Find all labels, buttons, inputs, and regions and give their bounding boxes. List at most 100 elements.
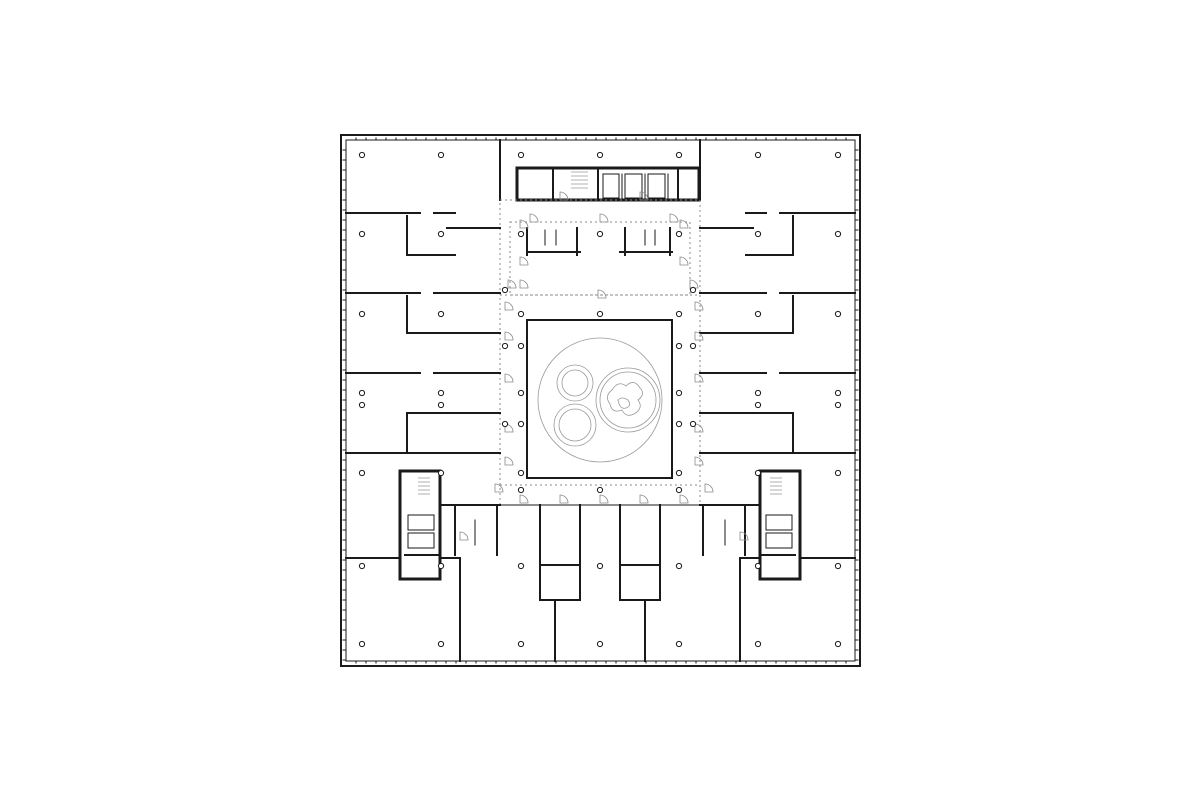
door-swing xyxy=(559,494,569,504)
facade-mullions xyxy=(342,137,859,664)
column xyxy=(834,469,842,477)
door-swing xyxy=(504,301,514,311)
south-wing xyxy=(499,504,701,662)
door-swing xyxy=(519,279,529,289)
door-swing xyxy=(689,279,699,289)
column xyxy=(517,420,525,428)
door-swing xyxy=(519,219,529,229)
column xyxy=(675,389,683,397)
door-swing xyxy=(694,373,704,383)
column xyxy=(675,151,683,159)
door-swing xyxy=(694,423,704,433)
column xyxy=(675,342,683,350)
east-wing xyxy=(699,212,856,662)
column xyxy=(437,389,445,397)
column xyxy=(596,640,604,648)
column xyxy=(517,486,525,494)
atrium xyxy=(526,319,673,479)
column xyxy=(437,151,445,159)
door-swing xyxy=(507,279,517,289)
column xyxy=(596,151,604,159)
column xyxy=(358,401,366,409)
door-swing xyxy=(694,456,704,466)
door-swing xyxy=(639,494,649,504)
column xyxy=(675,420,683,428)
door-swing xyxy=(519,494,529,504)
door-swing xyxy=(694,331,704,341)
door-swing xyxy=(679,256,689,266)
door-swing xyxy=(559,191,569,201)
column xyxy=(675,640,683,648)
column xyxy=(437,230,445,238)
column xyxy=(675,310,683,318)
column xyxy=(596,562,604,570)
southeast-core xyxy=(699,469,802,581)
column xyxy=(834,389,842,397)
door-swing xyxy=(459,531,469,541)
west-wing xyxy=(345,212,501,662)
column xyxy=(437,401,445,409)
north-stair xyxy=(571,171,588,189)
column xyxy=(689,286,697,294)
column xyxy=(358,562,366,570)
column xyxy=(754,401,762,409)
column xyxy=(437,310,445,318)
column xyxy=(834,310,842,318)
door-swing xyxy=(504,331,514,341)
column xyxy=(517,310,525,318)
column xyxy=(834,230,842,238)
column xyxy=(754,310,762,318)
column xyxy=(834,151,842,159)
column xyxy=(437,469,445,477)
column xyxy=(596,230,604,238)
column xyxy=(358,230,366,238)
column xyxy=(675,469,683,477)
door-swing xyxy=(599,494,609,504)
door-swing xyxy=(529,213,539,223)
column xyxy=(437,562,445,570)
column xyxy=(596,310,604,318)
door-swings xyxy=(459,191,749,541)
column xyxy=(754,562,762,570)
north-inner-rooms xyxy=(526,227,673,256)
door-swing xyxy=(599,213,609,223)
column xyxy=(517,562,525,570)
door-swing xyxy=(694,301,704,311)
column xyxy=(358,640,366,648)
column xyxy=(754,389,762,397)
column xyxy=(358,469,366,477)
column xyxy=(754,640,762,648)
column xyxy=(517,151,525,159)
column xyxy=(517,342,525,350)
column xyxy=(675,230,683,238)
door-swing xyxy=(504,456,514,466)
column xyxy=(834,562,842,570)
door-swing xyxy=(519,256,529,266)
column xyxy=(501,420,509,428)
door-swing xyxy=(679,494,689,504)
column xyxy=(358,310,366,318)
north-core xyxy=(499,139,701,202)
column xyxy=(358,151,366,159)
column xyxy=(358,389,366,397)
column xyxy=(754,230,762,238)
column xyxy=(834,640,842,648)
column xyxy=(501,286,509,294)
southwest-core xyxy=(398,469,501,581)
door-swing xyxy=(597,289,607,299)
column xyxy=(675,562,683,570)
door-swing xyxy=(669,213,679,223)
door-swing xyxy=(679,219,689,229)
column xyxy=(596,486,604,494)
column xyxy=(501,342,509,350)
column xyxy=(517,469,525,477)
column xyxy=(517,389,525,397)
structural-columns xyxy=(358,151,842,648)
door-swing xyxy=(704,483,714,493)
outer-envelope xyxy=(340,134,861,667)
door-swing xyxy=(739,531,749,541)
column xyxy=(754,469,762,477)
column xyxy=(689,342,697,350)
